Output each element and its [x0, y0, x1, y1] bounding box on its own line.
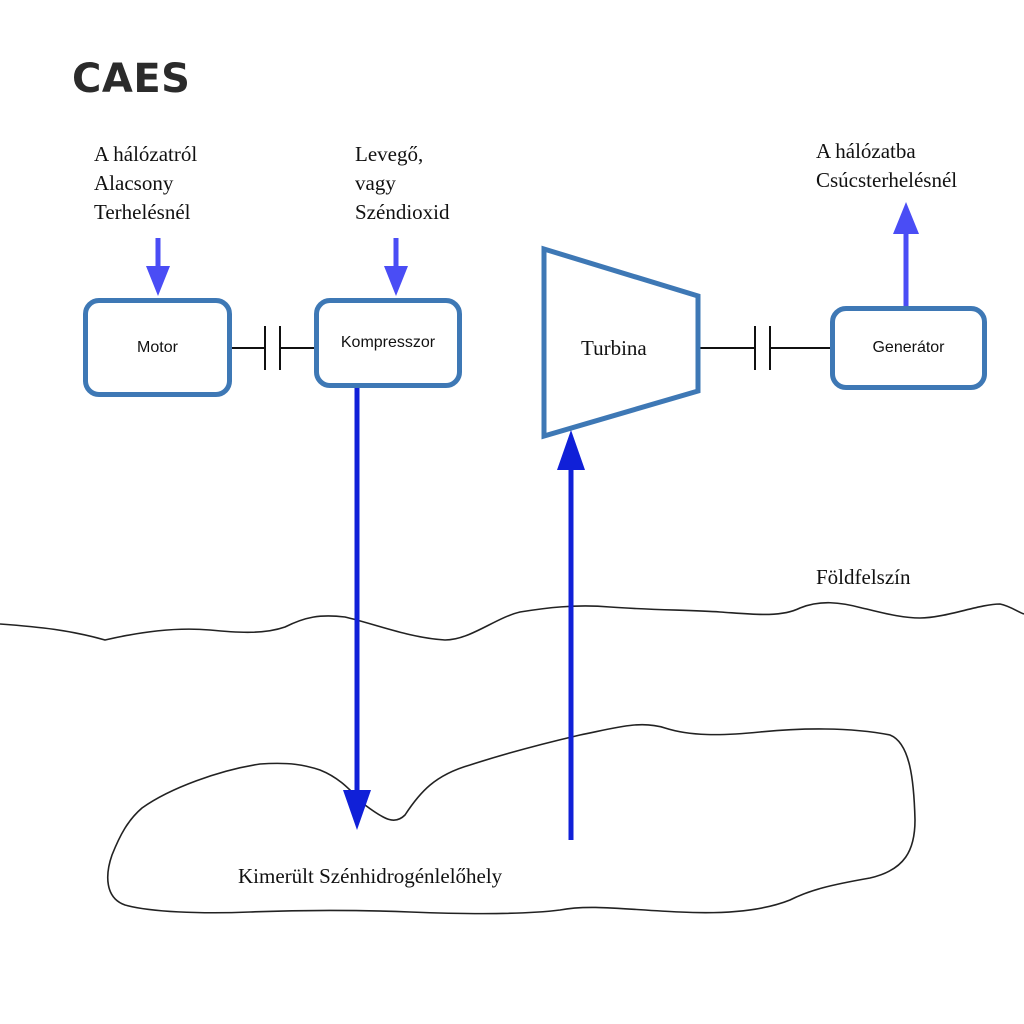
ground-surface-line [0, 601, 1024, 641]
reservoir-shape [107, 723, 916, 915]
grid-output-arrow [893, 202, 919, 306]
air-input-label: Levegő, vagy Széndioxid [355, 142, 450, 224]
injection-arrow [343, 386, 371, 830]
extraction-arrow [557, 430, 585, 840]
turbine-label: Turbina [581, 336, 647, 360]
generator-box: Generátor [830, 306, 987, 390]
motor-box: Motor [83, 298, 232, 397]
motor-label: Motor [137, 338, 178, 356]
compressor-label: Kompresszor [340, 334, 436, 351]
generator-label: Generátor [872, 339, 945, 356]
grid-output-label: A hálózatba Csúcsterhelésnél [816, 139, 958, 192]
ground-surface-label: Földfelszín [816, 565, 911, 589]
air-input-arrow [384, 238, 408, 296]
turbine-shape [541, 245, 701, 440]
page-title: CAES [72, 56, 191, 102]
motor-compressor-coupling [231, 326, 316, 370]
grid-input-label: A hálózatról Alacsony Terhelésnél [94, 142, 198, 224]
reservoir-label: Kimerült Szénhidrogénlelőhely [238, 864, 503, 888]
grid-input-arrow [146, 238, 170, 296]
turbine-generator-coupling [700, 326, 832, 370]
compressor-box: Kompresszor [314, 298, 462, 388]
